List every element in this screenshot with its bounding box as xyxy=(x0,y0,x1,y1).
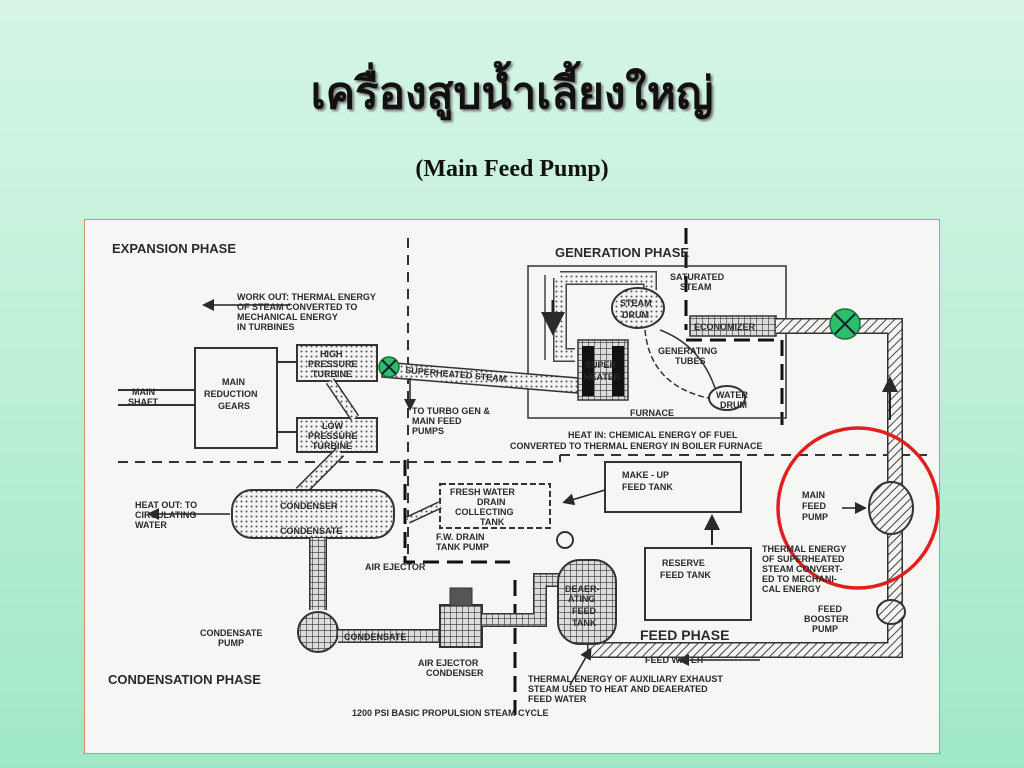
label-condenser: CONDENSER xyxy=(280,501,338,511)
note-work-out-2: OF STEAM CONVERTED TO xyxy=(237,302,357,312)
label-booster-1: FEED xyxy=(818,604,843,614)
label-fw-tank-1: FRESH WATER xyxy=(450,487,515,497)
condensate-pump xyxy=(297,611,339,653)
label-main-shaft-2: SHAFT xyxy=(128,397,158,407)
label-expansion-phase: EXPANSION PHASE xyxy=(112,241,236,256)
note-thermal-aux-3: FEED WATER xyxy=(528,694,587,704)
label-deaer-2: ATING xyxy=(568,594,595,604)
note-heat-out-3: WATER xyxy=(135,520,167,530)
note-heat-out-2: CIRCULATING xyxy=(135,510,196,520)
note-thermal-aux-2: STEAM USED TO HEAT AND DEAERATED xyxy=(528,684,708,694)
label-drum-1: STEAM xyxy=(620,298,652,308)
label-main-feed-pump-2: FEED xyxy=(802,501,827,511)
diagram-caption: 1200 PSI BASIC PROPULSION STEAM CYCLE xyxy=(352,708,549,718)
note-thermal-sh-5: CAL ENERGY xyxy=(762,584,821,594)
label-generation-phase: GENERATION PHASE xyxy=(555,245,689,260)
air-ejector-condenser xyxy=(439,604,483,648)
note-work-out-4: IN TURBINES xyxy=(237,322,295,332)
water-drum xyxy=(708,385,746,411)
note-thermal-aux-1: THERMAL ENERGY OF AUXILIARY EXHAUST xyxy=(528,674,723,684)
label-drum-2: DRUM xyxy=(622,310,649,320)
highlight-circle xyxy=(776,426,940,590)
note-thermal-sh-4: ED TO MECHANI- xyxy=(762,574,837,584)
label-gears-3: GEARS xyxy=(218,401,250,411)
label-fw-tank-3: COLLECTING xyxy=(455,507,514,517)
label-hp-1: HIGH xyxy=(320,349,343,359)
generation-box xyxy=(527,265,787,419)
label-gen-tubes-1: GENERATING xyxy=(658,346,717,356)
label-reserve-2: FEED TANK xyxy=(660,570,711,580)
hp-turbine xyxy=(296,344,378,382)
fresh-water-tank xyxy=(439,483,551,529)
deaerating-tank xyxy=(557,559,617,645)
makeup-tank xyxy=(604,461,742,513)
label-cond-pump-1: CONDENSATE xyxy=(200,628,262,638)
steam-drum xyxy=(611,287,665,329)
label-condensate-line: CONDENSATE xyxy=(344,632,406,642)
label-air-ejector: AIR EJECTOR xyxy=(365,562,426,572)
label-superheater-1: SUPER xyxy=(585,360,617,370)
note-work-out-1: WORK OUT: THERMAL ENERGY xyxy=(237,292,376,302)
note-work-out-3: MECHANICAL ENERGY xyxy=(237,312,338,322)
note-thermal-sh-2: OF SUPERHEATED xyxy=(762,554,845,564)
label-booster-2: BOOSTER xyxy=(804,614,849,624)
label-water-drum-1: WATER xyxy=(716,390,748,400)
label-booster-3: PUMP xyxy=(812,624,838,634)
label-economizer: ECONOMIZER xyxy=(694,322,756,332)
label-main-feed-pump-3: PUMP xyxy=(802,512,828,522)
note-to-turbo-3: PUMPS xyxy=(412,426,444,436)
label-feed-water: FEED WATER xyxy=(645,655,704,665)
label-deaer-1: DEAER- xyxy=(565,584,600,594)
label-hp-3: TURBINE xyxy=(312,369,352,379)
reduction-gears-box xyxy=(194,347,278,449)
label-deaer-3: FEED xyxy=(572,606,597,616)
label-lp-3: TURBINE xyxy=(312,441,352,451)
feed-booster-pump xyxy=(876,599,906,625)
label-deaer-4: TANK xyxy=(572,618,597,628)
label-furnace: FURNACE xyxy=(630,408,674,418)
label-gears-2: REDUCTION xyxy=(204,389,258,399)
note-heat-out-1: HEAT OUT: TO xyxy=(135,500,197,510)
label-lp-1: LOW xyxy=(322,421,343,431)
label-ae-condenser-1: AIR EJECTOR xyxy=(418,658,479,668)
label-ae-condenser-2: CONDENSER xyxy=(426,668,484,678)
boundary-dashes xyxy=(403,228,784,715)
label-gen-tubes-2: TUBES xyxy=(675,356,706,366)
note-heat-in-2: CONVERTED TO THERMAL ENERGY IN BOILER FU… xyxy=(510,441,763,451)
label-fw-pump-1: F.W. DRAIN xyxy=(436,532,485,542)
valve-marker-small xyxy=(378,356,400,378)
label-hp-2: PRESSURE xyxy=(308,359,358,369)
label-cond-pump-2: PUMP xyxy=(218,638,244,648)
label-lp-2: PRESSURE xyxy=(308,431,358,441)
label-main-shaft-1: MAIN xyxy=(132,387,155,397)
note-to-turbo-1: TO TURBO GEN & xyxy=(412,406,490,416)
reserve-tank xyxy=(644,547,752,621)
main-feed-pump xyxy=(868,481,914,535)
label-saturated-1: SATURATED xyxy=(670,272,725,282)
label-makeup-1: MAKE - UP xyxy=(622,470,669,480)
label-feed-phase: FEED PHASE xyxy=(640,627,729,643)
valve-marker-large xyxy=(829,308,861,340)
label-condensate: CONDENSATE xyxy=(280,526,342,536)
label-water-drum-2: DRUM xyxy=(720,400,747,410)
label-superheater-2: HEATER xyxy=(584,372,621,382)
label-reserve-1: RESERVE xyxy=(662,558,705,568)
label-fw-tank-2: DRAIN xyxy=(477,497,506,507)
label-fw-pump-2: TANK PUMP xyxy=(436,542,489,552)
note-thermal-sh-1: THERMAL ENERGY xyxy=(762,544,846,554)
label-makeup-2: FEED TANK xyxy=(622,482,673,492)
note-to-turbo-2: MAIN FEED xyxy=(412,416,462,426)
label-saturated-2: STEAM xyxy=(680,282,712,292)
label-fw-tank-4: TANK xyxy=(480,517,505,527)
label-gears-1: MAIN xyxy=(222,377,245,387)
slide-title: เครื่องสูบน้ำเลี้ยงใหญ่ xyxy=(310,68,714,119)
slide-subtitle: (Main Feed Pump) xyxy=(415,156,609,182)
note-heat-in-1: HEAT IN: CHEMICAL ENERGY OF FUEL xyxy=(568,430,738,440)
note-thermal-sh-3: STEAM CONVERT- xyxy=(762,564,843,574)
label-condensation-phase: CONDENSATION PHASE xyxy=(108,672,261,687)
label-main-feed-pump-1: MAIN xyxy=(802,490,825,500)
